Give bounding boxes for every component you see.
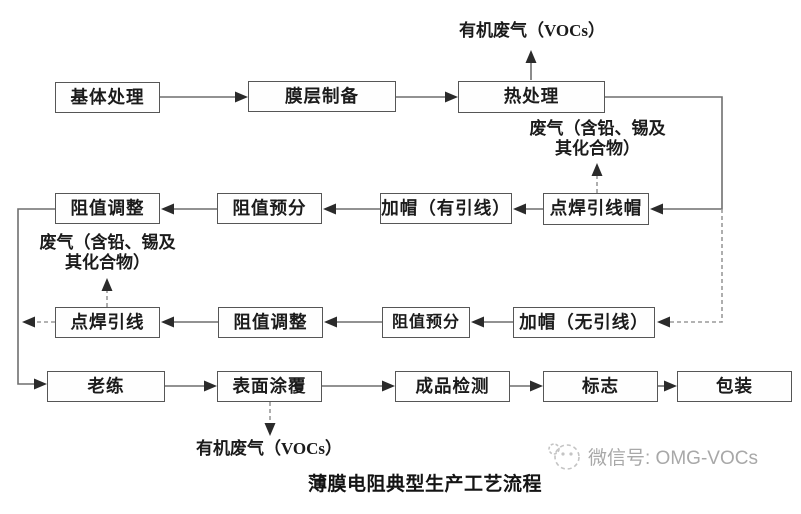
node-heat-treatment: 热处理 <box>458 81 605 113</box>
node-surface-coating: 表面涂覆 <box>217 371 322 402</box>
flow-leadcap-to-cap-with-lead <box>513 203 543 215</box>
flow-heat-to-leadcap <box>605 96 723 215</box>
exhaust-coating-down-arrow <box>264 402 276 436</box>
node-final-inspection: 成品检测 <box>395 371 510 402</box>
node-resistance-presort-1: 阻值预分 <box>217 193 322 224</box>
label-organic-voc-bottom: 有机废气（VOCs） <box>196 439 343 458</box>
flow-presort1-to-adjust1 <box>161 203 217 215</box>
node-substrate-treatment: 基体处理 <box>55 82 160 113</box>
flow-inspection-to-marking <box>510 380 543 392</box>
flow-presort2-to-adjust2 <box>324 316 382 328</box>
node-film-preparation: 膜层制备 <box>248 81 396 112</box>
flow-capnolead-to-presort2 <box>471 316 513 328</box>
watermark: 微信号: OMG-VOCs <box>546 440 758 472</box>
node-capping-with-leads: 加帽（有引线） <box>380 193 512 224</box>
node-spot-weld-leads: 点焊引线 <box>55 307 160 338</box>
flow-substrate-to-film <box>160 91 248 103</box>
flow-aging-to-coating <box>165 380 217 392</box>
node-resistance-presort-2: 阻值预分 <box>382 307 470 338</box>
omg-face-logo-icon <box>548 443 580 470</box>
flow-coating-to-inspection <box>322 380 395 392</box>
label-organic-voc-top: 有机废气（VOCs） <box>459 21 606 40</box>
node-aging: 老练 <box>47 371 165 402</box>
flow-trunk-to-cap-no-lead <box>657 209 723 328</box>
node-spot-weld-lead-cap: 点焊引线帽 <box>543 193 649 225</box>
flow-capleads-to-presort1 <box>323 203 380 215</box>
label-exhaust-lead-right: 废气（含铅、锡及 其化合物） <box>529 119 666 158</box>
node-resistance-adjust-1: 阻值调整 <box>55 193 160 224</box>
node-packaging: 包装 <box>677 371 792 402</box>
flow-weldleads-to-merge <box>22 316 55 328</box>
label-exhaust-lead-left: 废气（含铅、锡及 其化合物） <box>39 233 176 272</box>
flow-marking-to-packaging <box>658 380 677 392</box>
node-marking: 标志 <box>543 371 658 402</box>
flow-film-to-heat <box>396 91 458 103</box>
exhaust-weldleads-up-arrow <box>101 278 113 307</box>
diagram-title: 薄膜电阻典型生产工艺流程 <box>307 474 542 495</box>
node-capping-without-leads: 加帽（无引线） <box>513 307 655 338</box>
flow-adjust1-to-aging <box>17 208 55 390</box>
exhaust-leadcap-up-arrow <box>591 163 603 193</box>
flow-adjust2-to-weldleads <box>161 316 218 328</box>
node-resistance-adjust-2: 阻值调整 <box>218 307 323 338</box>
watermark-label: 微信号: OMG-VOCs <box>588 447 758 469</box>
exhaust-heat-up-arrow <box>525 50 537 80</box>
